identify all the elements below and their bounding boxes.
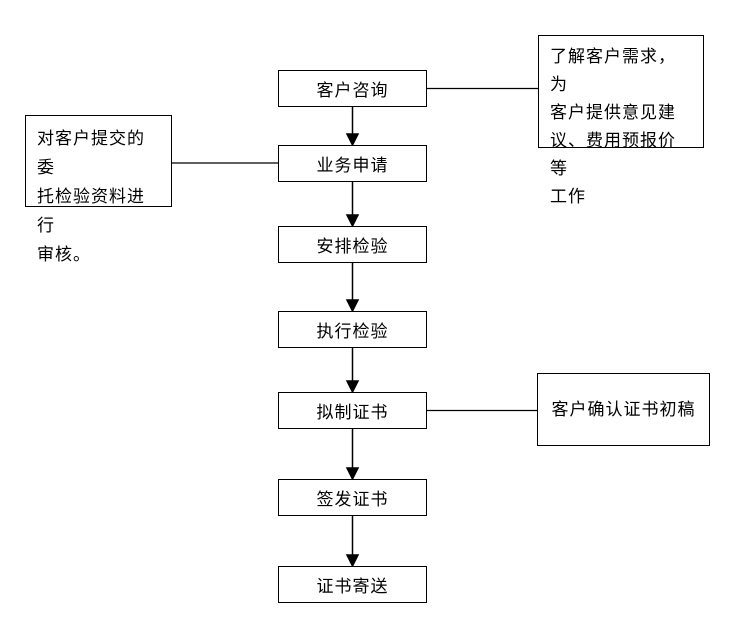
flow-step-issue-certificate: 签发证书: [278, 479, 427, 516]
flow-step-certificate-delivery: 证书寄送: [278, 566, 427, 603]
flow-step-draft-certificate: 拟制证书: [278, 392, 427, 429]
flow-step-customer-consultation: 客户咨询: [278, 70, 427, 107]
flow-step-label: 安排检验: [316, 237, 389, 256]
flow-step-label: 证书寄送: [316, 577, 389, 596]
arrowhead-icon: [345, 214, 360, 228]
flow-step-label: 拟制证书: [316, 403, 389, 422]
flow-step-arrange-inspection: 安排检验: [278, 226, 427, 263]
arrowhead-icon: [345, 299, 360, 313]
note-confirm-draft: 客户确认证书初稿: [537, 373, 710, 446]
note-review-materials: 对客户提交的委 托检验资料进行 审核。: [25, 115, 172, 264]
arrowhead-icon: [345, 380, 360, 394]
note-label: 客户确认证书初稿: [551, 399, 696, 419]
flow-step-execute-inspection: 执行检验: [278, 311, 427, 348]
flow-step-business-application: 业务申请: [278, 145, 427, 182]
flow-step-label: 签发证书: [316, 490, 389, 509]
arrowhead-icon: [345, 467, 360, 481]
flow-step-label: 执行检验: [316, 322, 389, 341]
arrowhead-icon: [345, 133, 360, 147]
arrowhead-icon: [345, 554, 360, 568]
flow-step-label: 业务申请: [316, 156, 389, 175]
note-understand-needs: 了解客户需求，为 客户提供意见建 议、费用预报价等 工作: [538, 35, 704, 206]
flow-step-label: 客户咨询: [316, 81, 389, 100]
